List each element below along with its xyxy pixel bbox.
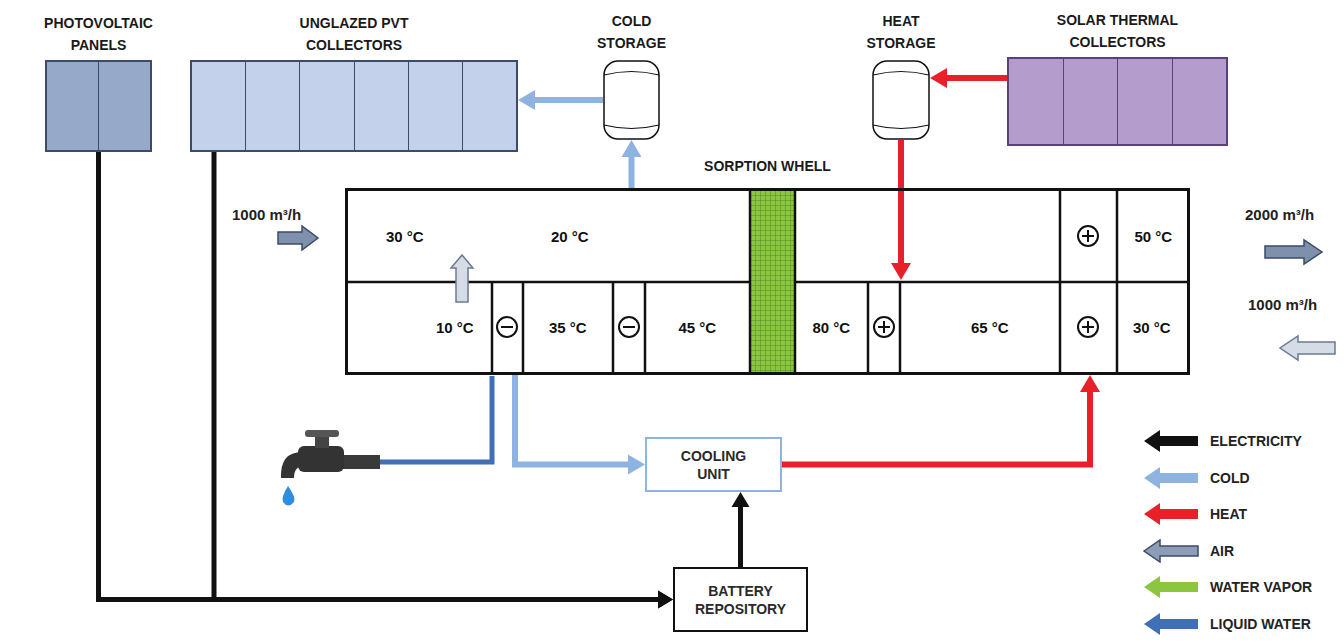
pvt-collector-array: UNGLAZED PVT COLLECTORS	[190, 60, 518, 152]
flow-rate-label: 2000 m³/h	[1245, 206, 1314, 223]
panel-cell	[1009, 59, 1064, 144]
wheel-heading: SORPTION WHELL	[704, 155, 831, 177]
legend-label: COLD	[1210, 470, 1250, 486]
panel-cell	[300, 62, 354, 150]
flow-rate-label: 1000 m³/h	[232, 206, 301, 223]
exchanger-symbols	[497, 226, 1098, 337]
panel-cell	[409, 62, 463, 150]
air-arrow	[278, 226, 318, 250]
temperature-value: 80 °C	[813, 319, 851, 336]
legend-swatch	[1143, 429, 1199, 453]
connector-line	[738, 507, 743, 567]
flow-connector	[732, 492, 750, 567]
temperature-value: 10 °C	[436, 319, 474, 336]
arrowhead	[930, 68, 947, 88]
panel-cell	[1064, 59, 1119, 144]
arrowhead	[732, 492, 750, 507]
air-zone: 50 °C	[1117, 191, 1190, 282]
flow-rate-label: 1000 m³/h	[1248, 296, 1317, 313]
flow-connector	[515, 375, 645, 475]
temperature-value: 50 °C	[1135, 228, 1173, 245]
flow-connector	[518, 90, 603, 110]
node-heading: COLD STORAGE	[587, 10, 677, 54]
panel-cell	[246, 62, 300, 150]
air-zone: 35 °C	[523, 282, 613, 372]
arrowhead	[1080, 375, 1100, 392]
arrowhead	[658, 591, 673, 609]
legend-label: LIQUID WATER	[1210, 616, 1311, 632]
panel-cell	[1118, 59, 1173, 144]
node-heading: SOLAR THERMAL COLLECTORS	[1038, 9, 1198, 53]
arrowhead	[518, 90, 535, 110]
air-zone: 65 °C	[900, 282, 1060, 372]
temperature-value: 20 °C	[551, 228, 589, 245]
water-line	[378, 376, 492, 462]
flow-connector	[891, 140, 911, 280]
legend-swatch	[1143, 539, 1199, 563]
temperature-value: 30 °C	[1133, 319, 1171, 336]
wheel-grid	[348, 191, 1187, 372]
panel-cell	[355, 62, 409, 150]
tank-outline	[872, 60, 930, 140]
legend-label: HEAT	[1210, 506, 1247, 522]
flow-connector	[782, 375, 1100, 465]
air-arrow	[451, 255, 473, 302]
air-zone: 45 °C	[645, 282, 750, 372]
temperature-value: 65 °C	[971, 319, 1009, 336]
legend-label: WATER VAPOR	[1210, 579, 1312, 595]
legend-swatch	[1143, 502, 1199, 526]
flow-connector	[214, 152, 673, 609]
pv-panel-array: PHOTOVOLTAIC PANELS	[45, 60, 152, 152]
legend-label: ELECTRICITY	[1210, 433, 1302, 449]
connector-line	[99, 152, 659, 600]
connector-line	[515, 375, 628, 465]
storage-tank: COLD STORAGE	[603, 60, 660, 140]
temperature-value: 35 °C	[549, 319, 587, 336]
air-zone: 30 °C	[1117, 282, 1187, 372]
air-arrow	[1280, 336, 1335, 360]
connector-line	[629, 157, 635, 191]
panel-cell	[47, 62, 99, 150]
arrowhead	[622, 140, 642, 157]
node-heading: PHOTOVOLTAIC PANELS	[29, 12, 169, 56]
tank-outline	[603, 60, 660, 140]
panel-cell	[1173, 59, 1227, 144]
air-zone: 10 °C	[348, 282, 492, 372]
sorption-band	[750, 191, 795, 372]
arrowhead	[891, 263, 911, 280]
air-zone: 30 °C 20 °C	[348, 191, 750, 282]
legend-swatch	[1143, 612, 1199, 636]
node-heading: HEAT STORAGE	[856, 10, 946, 54]
arrowhead	[658, 591, 673, 609]
connector-line	[214, 152, 658, 600]
connector-line	[535, 97, 603, 103]
solar-thermal-array: SOLAR THERMAL COLLECTORS	[1007, 57, 1228, 146]
box-label: COOLING UNIT	[666, 447, 761, 483]
sorption-wheel: SORPTION WHELL30 °C20 °C50 °C10 °C35 °C4…	[345, 188, 1190, 375]
legend-label: AIR	[1210, 543, 1234, 559]
temperature-value: 45 °C	[679, 319, 717, 336]
air-zone: 80 °C	[795, 282, 868, 372]
flow-connector	[622, 140, 642, 191]
storage-tank: HEAT STORAGE	[872, 60, 930, 140]
legend-swatch	[1143, 466, 1199, 490]
arrowhead	[628, 455, 645, 475]
box-label: BATTERY REPOSITORY	[681, 582, 801, 618]
faucet-icon	[281, 430, 380, 506]
legend-swatch	[1143, 575, 1199, 599]
connector-line	[947, 75, 1007, 81]
temperature-value: 30 °C	[386, 228, 424, 245]
panel-cell	[99, 62, 150, 150]
panel-cell	[192, 62, 246, 150]
air-arrow	[1265, 240, 1322, 264]
flow-connector	[99, 152, 674, 609]
cooling-unit: COOLING UNIT	[645, 437, 782, 492]
battery-box: BATTERY REPOSITORY	[673, 567, 808, 632]
connector-line	[898, 140, 904, 263]
flow-connector	[930, 68, 1007, 88]
connector-line	[782, 392, 1090, 465]
node-heading: UNGLAZED PVT COLLECTORS	[279, 12, 429, 56]
panel-cell	[463, 62, 516, 150]
